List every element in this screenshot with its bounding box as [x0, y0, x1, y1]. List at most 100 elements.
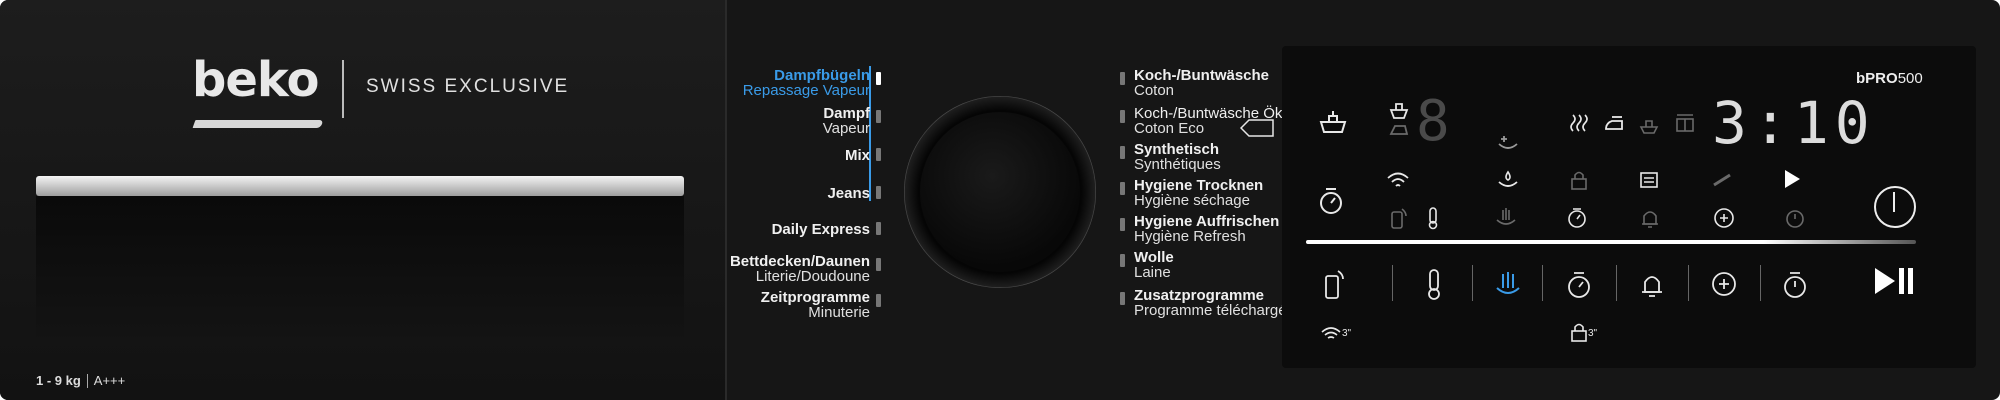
program-label-fr: Coton — [1134, 82, 1175, 99]
program-label-fr: Minuterie — [808, 304, 870, 321]
program-label-fr: Repassage Vapeur — [742, 82, 870, 99]
wifi-hold-hint: 3" — [1320, 324, 1351, 342]
alarm-status-icon — [1642, 211, 1658, 228]
program-synthetisch[interactable]: Synthetisch Synthétiques — [1134, 142, 1221, 172]
program-koch-bunt-oeko[interactable]: Koch-/Buntwäsche Öko Coton Eco — [1134, 106, 1291, 136]
remote-status-icon — [1391, 208, 1407, 229]
program-label-fr: Vapeur — [822, 120, 870, 137]
program-label-fr: Laine — [1134, 264, 1171, 281]
water-plus-icon — [1498, 170, 1518, 187]
drawer-handle[interactable] — [36, 176, 684, 196]
program-tick — [876, 258, 881, 271]
program-label-de: Koch-/Buntwäsche — [1134, 67, 1270, 84]
easy-iron-status-icon — [1714, 208, 1734, 228]
program-dampf[interactable]: Dampf Vapeur — [823, 106, 870, 136]
temperature-status-icon — [1428, 207, 1438, 230]
program-tick — [1120, 110, 1125, 123]
program-bettdecken[interactable]: Bettdecken/Daunen Literie/Doudoune — [730, 254, 870, 284]
program-label-fr: Hygiène séchage — [1134, 192, 1250, 209]
program-label-de: Hygiene Auffrischen — [1134, 213, 1280, 230]
spray-icon — [1713, 173, 1731, 187]
progress-bar — [1306, 240, 1916, 244]
brand-swoosh — [192, 120, 324, 128]
mode-status-icon — [1389, 103, 1409, 135]
hanger-status-icon — [1639, 120, 1659, 134]
program-zeitprogramme[interactable]: Zeitprogramme Minuterie — [761, 290, 870, 320]
lock-hold-duration: 3" — [1588, 328, 1598, 339]
button-divider — [1542, 265, 1543, 301]
spin-status-icon — [1496, 208, 1516, 225]
program-tick — [876, 148, 881, 161]
program-tick — [876, 110, 881, 123]
program-label-de: Jeans — [827, 185, 870, 202]
program-hygiene-auffrischen[interactable]: Hygiene Auffrischen Hygiène Refresh — [1134, 214, 1279, 244]
steam-ironing-status-icon — [1319, 111, 1347, 133]
program-label-de: Bettdecken/Daunen — [729, 253, 870, 270]
program-label-fr: Literie/Doudoune — [755, 268, 870, 285]
program-wolle[interactable]: Wolle Laine — [1134, 250, 1174, 280]
power-icon — [1893, 192, 1895, 212]
program-mix[interactable]: Mix — [845, 148, 870, 163]
lock-hold-hint: 3" — [1570, 322, 1597, 342]
program-hygiene-trocknen[interactable]: Hygiene Trocknen Hygiène séchage — [1134, 178, 1263, 208]
program-label-fr: Synthétiques — [1134, 156, 1221, 173]
series-label: SWISS EXCLUSIVE — [366, 76, 570, 97]
program-dial-knob[interactable] — [920, 112, 1080, 272]
capacity-range: 1 - 9 kg — [36, 373, 81, 388]
program-label-de: Daily Express — [771, 221, 870, 238]
cupboard-dry-icon — [1676, 114, 1694, 132]
program-daily-express[interactable]: Daily Express — [772, 222, 870, 237]
program-label-fr: Hygiène Refresh — [1134, 228, 1246, 245]
program-dampfbuegeln[interactable]: Dampfbügeln Repassage Vapeur — [743, 68, 870, 98]
brand-logo: beko — [192, 52, 320, 108]
end-time-button[interactable] — [1566, 270, 1592, 300]
fast-button[interactable] — [1782, 270, 1808, 300]
child-lock-status-icon — [1571, 171, 1587, 190]
child-lock-icon — [1571, 323, 1587, 342]
alarm-button[interactable] — [1640, 270, 1664, 300]
program-tick — [876, 222, 881, 235]
detergent-drawer[interactable]: beko SWISS EXCLUSIVE 1 - 9 kg A+++ — [0, 0, 727, 400]
button-divider — [1760, 265, 1761, 301]
button-divider — [1616, 265, 1617, 301]
program-tick — [876, 186, 881, 199]
start-pause-button[interactable] — [1872, 264, 1916, 298]
rinse-plus-icon — [1498, 136, 1518, 149]
start-status-icon — [1785, 170, 1800, 188]
program-label-de: Zeitprogramme — [760, 289, 870, 306]
delay-timer-icon — [1320, 188, 1342, 214]
program-label-de: Dampf — [823, 105, 870, 122]
prewash-icon — [1640, 172, 1658, 188]
program-tick — [1120, 72, 1125, 85]
program-tick — [1120, 292, 1125, 305]
selected-program-indicator — [869, 66, 871, 201]
wifi-status-icon — [1387, 172, 1409, 187]
capacity-label: 1 - 9 kg A+++ — [36, 373, 125, 388]
iron-icon — [1605, 116, 1623, 130]
end-time-status-icon — [1568, 208, 1586, 228]
program-tick — [1120, 254, 1125, 267]
spin-speed-button[interactable] — [1494, 268, 1522, 302]
power-button[interactable] — [1874, 186, 1916, 228]
temperature-button[interactable] — [1426, 268, 1442, 302]
program-tick — [876, 294, 881, 307]
program-label-de: Synthetisch — [1134, 141, 1220, 158]
button-divider — [1392, 265, 1393, 301]
program-label-de: Mix — [844, 147, 870, 164]
button-divider — [1688, 265, 1689, 301]
program-label-de: Hygiene Trocknen — [1134, 177, 1264, 194]
remote-control-button[interactable] — [1322, 268, 1344, 302]
wifi-icon — [1321, 327, 1341, 339]
program-jeans[interactable]: Jeans — [827, 186, 870, 201]
program-koch-bunt[interactable]: Koch-/Buntwäsche Coton — [1134, 68, 1269, 98]
wifi-hold-duration: 3" — [1342, 328, 1352, 339]
easy-iron-button[interactable] — [1710, 268, 1738, 300]
steam-icon — [1570, 114, 1588, 132]
program-zusatzprogramme[interactable]: Zusatzprogramme Programme téléchargé — [1134, 288, 1287, 318]
program-tick — [1120, 182, 1125, 195]
capacity-divider — [86, 373, 88, 388]
eco-tag-icon — [1240, 119, 1274, 137]
program-tick — [1120, 218, 1125, 231]
program-label-de: Zusatzprogramme — [1134, 287, 1265, 304]
